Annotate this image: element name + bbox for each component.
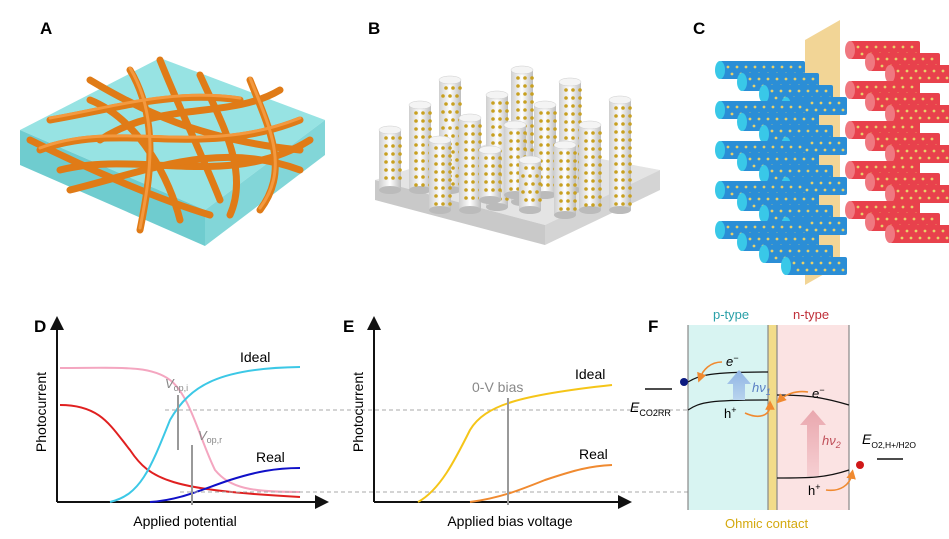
v-op-i-label: Vop,i: [165, 376, 188, 393]
x-axis-label: Applied bias voltage: [447, 513, 573, 529]
panel-label-e: E: [343, 317, 354, 336]
hv2-label: hν2: [822, 433, 841, 450]
e-o2-label: EO2,H+/H2O: [862, 431, 916, 450]
electron-transfer-arrow: [697, 361, 723, 383]
electron-recombination-arrow: [776, 390, 809, 404]
n-type-rod: [885, 105, 949, 123]
nanowires: [26, 56, 314, 234]
tandem-nanowire-illustration: [715, 20, 949, 285]
p-type-rods: [715, 61, 847, 275]
n-type-rod: [885, 65, 949, 83]
ohmic-contact-label: Ohmic contact: [725, 516, 808, 531]
panel-e: E Photocurrent Applied bias voltage 0-V …: [343, 316, 632, 529]
nanorod: [553, 140, 577, 219]
p-type-rod: [781, 257, 847, 275]
electron-n-label: e−: [812, 385, 825, 401]
n-valence-band: [776, 469, 850, 479]
e-co2rr-label: ECO2RR: [630, 399, 671, 418]
n-type-rods: [845, 41, 949, 243]
co2rr-dot: [680, 378, 688, 386]
v-op-r-label: Vop,r: [198, 428, 222, 445]
nanorod: [378, 125, 402, 194]
nanorods: [378, 65, 632, 219]
hole-recombination-arrow: [744, 400, 775, 417]
n-type-label: n-type: [793, 307, 829, 322]
nanowire-mesh-illustration: [20, 56, 325, 246]
real-label: Real: [256, 449, 285, 465]
hv2-arrow: [800, 410, 826, 476]
ohmic-contact-layer: [768, 325, 777, 510]
panel-label-c: C: [693, 19, 705, 38]
ideal-label: Ideal: [240, 349, 270, 365]
panel-d: D Photocurrent Applied potential Ideal R…: [33, 316, 329, 529]
real-curve: [149, 467, 301, 503]
real-label: Real: [579, 446, 608, 462]
nanorod: [578, 120, 602, 214]
real-curve: [469, 464, 613, 503]
panel-a: A: [20, 19, 325, 246]
ideal-curve: [417, 384, 613, 503]
nanorod: [458, 113, 482, 214]
pink-curve: [59, 366, 301, 493]
x-axis-label: Applied potential: [133, 513, 237, 529]
electron-p-label: e−: [726, 353, 739, 369]
nanorod: [608, 95, 632, 214]
nanorod-array-illustration: [375, 65, 660, 245]
hv1-arrow: [727, 370, 751, 400]
hole-transfer-arrow: [825, 469, 856, 492]
panel-f: F p-type n-type Ohmic contact hν1 hν2 e−…: [630, 307, 916, 531]
nanorod: [518, 155, 542, 214]
panel-label-a: A: [40, 19, 52, 38]
y-axis-label: Photocurrent: [33, 372, 49, 452]
p-type-label: p-type: [713, 307, 749, 322]
panel-b: B: [368, 19, 660, 245]
panel-c: C: [693, 19, 949, 285]
n-type-rod: [885, 225, 949, 243]
p-type-region: [688, 325, 768, 510]
p-valence-band: [687, 399, 769, 411]
panel-label-d: D: [34, 317, 46, 336]
nanorod: [408, 100, 432, 194]
y-axis-label: Photocurrent: [350, 372, 366, 452]
ideal-label: Ideal: [575, 366, 605, 382]
panel-label-f: F: [648, 317, 658, 336]
o2-dot: [856, 461, 864, 469]
hole-n-label: h+: [808, 482, 821, 498]
bias-label: 0-V bias: [472, 379, 523, 395]
hv1-label: hν1: [752, 380, 771, 397]
p-conduction-band: [687, 371, 769, 383]
nanorod: [428, 135, 452, 214]
panel-label-b: B: [368, 19, 380, 38]
red-curve: [59, 404, 301, 498]
hole-p-label: h+: [724, 405, 737, 421]
ideal-curve: [109, 366, 301, 503]
n-type-rod: [885, 145, 949, 163]
n-type-rod: [885, 185, 949, 203]
nanorod: [478, 145, 502, 204]
